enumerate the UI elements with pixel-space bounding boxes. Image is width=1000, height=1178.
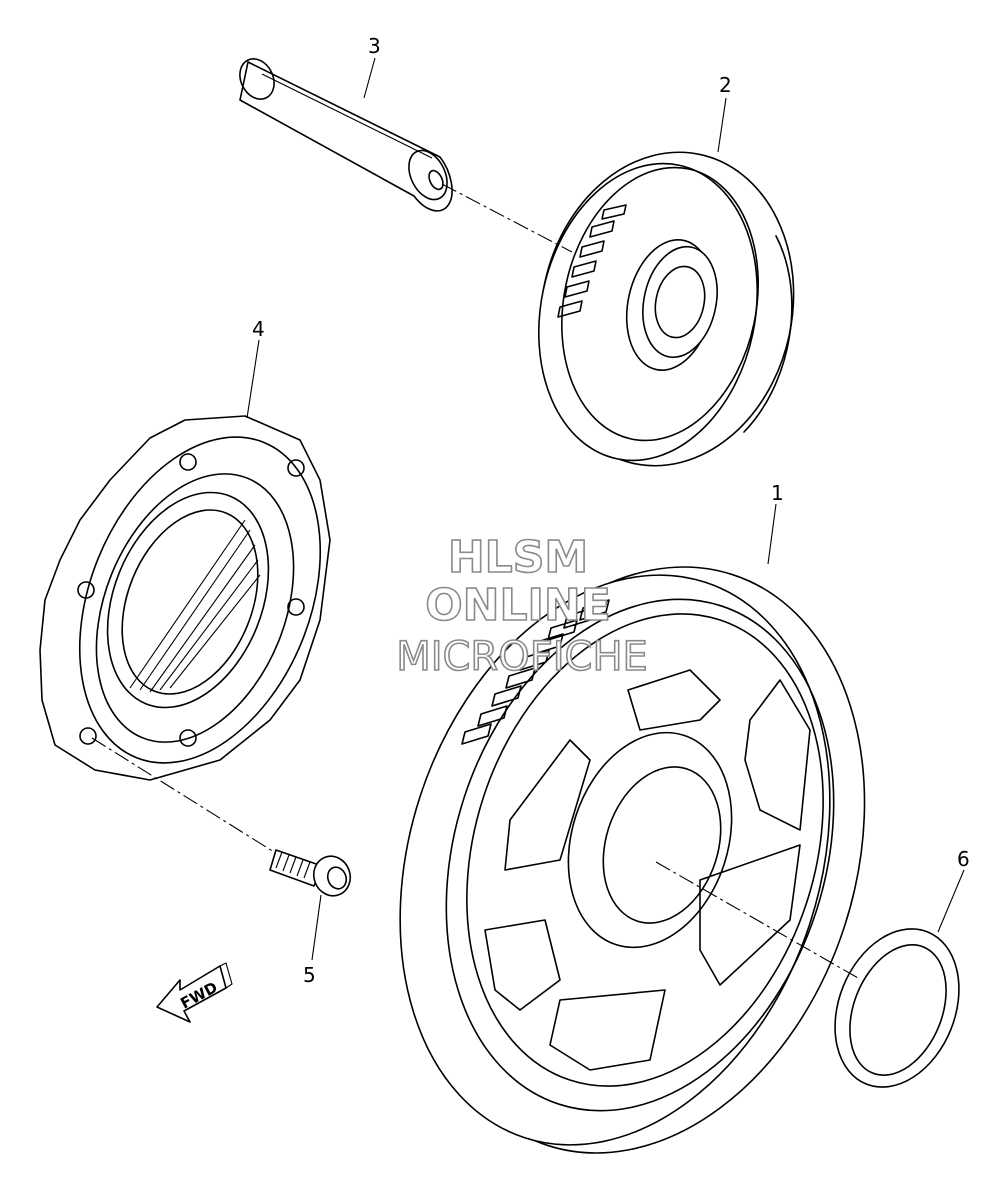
callout-2: 2	[719, 73, 732, 97]
watermark: HLSM ONLINE MICROFICHE	[395, 531, 648, 681]
callout-4: 4	[252, 317, 265, 341]
part-5-bolt[interactable]	[269, 849, 356, 901]
callout-1: 1	[771, 481, 784, 505]
watermark-line-2: ONLINE	[425, 580, 611, 631]
leader-lines	[246, 57, 965, 961]
part-1-starter-wheel-gear[interactable]	[330, 508, 937, 1178]
fwd-direction-arrow: FWD	[156, 962, 233, 1023]
watermark-line-3: MICROFICHE	[396, 634, 648, 680]
part-3-shaft[interactable]	[233, 53, 454, 212]
callout-5: 5	[303, 963, 316, 987]
callout-3: 3	[368, 34, 381, 58]
callout-6: 6	[957, 847, 970, 871]
part-6-washer[interactable]	[813, 910, 982, 1106]
part-4-starter-clutch[interactable]	[34, 401, 365, 799]
part-2-idler-gear[interactable]	[512, 128, 822, 489]
centerlines	[91, 183, 859, 979]
watermark-line-1: HLSM	[448, 532, 588, 583]
